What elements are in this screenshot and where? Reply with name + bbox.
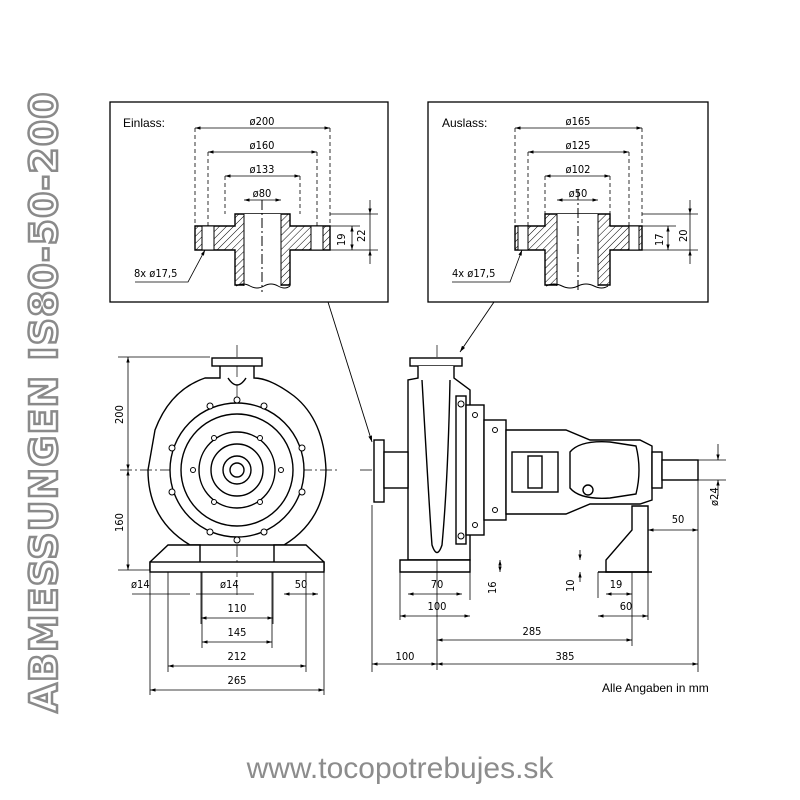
side-bolts bbox=[457, 400, 498, 540]
outlet-d-bore: ø50 bbox=[568, 187, 588, 200]
footer-url: www.tocopotrebujes.sk bbox=[246, 752, 554, 785]
front-w-110: 110 bbox=[227, 602, 247, 615]
front-bolts bbox=[168, 396, 306, 544]
outlet-flange-section bbox=[514, 190, 643, 292]
inlet-leader bbox=[327, 301, 373, 443]
front-d-hole-left: ø14 bbox=[131, 578, 150, 591]
outlet-detail-box bbox=[427, 101, 709, 303]
outlet-h-flange: 17 bbox=[653, 233, 666, 246]
inlet-d-outer: ø200 bbox=[249, 115, 275, 128]
outlet-holes: 4x ø17,5 bbox=[452, 267, 496, 280]
side-w-70: 70 bbox=[430, 578, 444, 591]
outlet-dimensions bbox=[452, 126, 698, 283]
front-w-foot: 50 bbox=[294, 578, 308, 591]
outlet-label: Auslass: bbox=[442, 116, 488, 130]
inlet-d-face: ø133 bbox=[249, 163, 275, 176]
front-d-hole-mid: ø14 bbox=[220, 578, 239, 591]
inlet-flange-section bbox=[194, 200, 331, 292]
front-w-265: 265 bbox=[227, 674, 247, 687]
inlet-h-flange: 19 bbox=[335, 233, 348, 246]
side-dimensions bbox=[371, 444, 726, 672]
side-w-285: 285 bbox=[522, 625, 542, 638]
side-d-shaft: ø24 bbox=[708, 487, 721, 506]
outlet-d-bolt: ø125 bbox=[565, 139, 591, 152]
units-note: Alle Angaben in mm bbox=[602, 681, 709, 695]
outlet-d-face: ø102 bbox=[565, 163, 591, 176]
outlet-d-outer: ø165 bbox=[565, 115, 591, 128]
inlet-holes: 8x ø17,5 bbox=[134, 267, 178, 280]
side-w-50: 50 bbox=[671, 513, 685, 526]
inlet-dimensions bbox=[135, 126, 378, 283]
front-view bbox=[120, 345, 340, 595]
side-w-385: 385 bbox=[555, 650, 575, 663]
inlet-detail-box bbox=[109, 101, 389, 303]
side-w-100b: 100 bbox=[395, 650, 415, 663]
side-w-60: 60 bbox=[619, 600, 633, 613]
outlet-leader bbox=[459, 301, 495, 353]
front-w-212: 212 bbox=[227, 650, 247, 663]
front-h-top: 200 bbox=[113, 405, 126, 424]
side-h-16: 16 bbox=[486, 581, 499, 594]
drawing-title: ABMESSUNGEN IS80-50-200 bbox=[21, 90, 68, 714]
side-view bbox=[360, 345, 700, 573]
side-w-100a: 100 bbox=[427, 600, 447, 613]
outlet-h-total: 20 bbox=[677, 229, 690, 242]
front-h-bottom: 160 bbox=[113, 513, 126, 532]
inlet-d-bolt: ø160 bbox=[249, 139, 275, 152]
inlet-label: Einlass: bbox=[123, 116, 166, 130]
front-w-145: 145 bbox=[227, 626, 247, 639]
inlet-h-total: 22 bbox=[355, 229, 368, 242]
side-w-19: 19 bbox=[609, 578, 623, 591]
front-dimensions bbox=[118, 356, 325, 695]
inlet-d-bore: ø80 bbox=[252, 187, 272, 200]
side-h-10: 10 bbox=[564, 579, 577, 592]
